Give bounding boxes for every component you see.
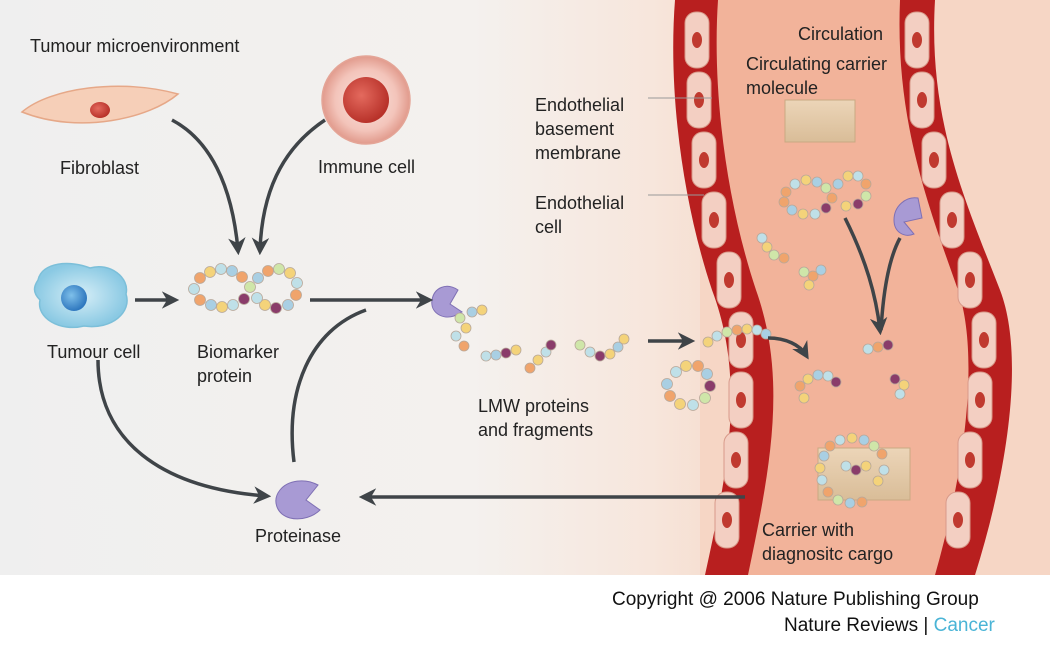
fibroblast-icon — [20, 85, 180, 124]
journal-name: Nature Reviews — [784, 615, 919, 636]
circulating-carrier-label: Circulating carrier molecule — [746, 52, 887, 100]
circulation-label: Circulation — [798, 24, 884, 44]
arrow-proteinase-down — [879, 237, 902, 331]
copyright-text: Copyright @ 2006 Nature Publishing Group — [612, 589, 979, 610]
journal-section: Cancer — [933, 615, 995, 636]
lumen-biomarker-chain — [778, 170, 872, 220]
lmw-label-line1: LMW proteins — [478, 396, 590, 416]
basement-label-line3: membrane — [535, 143, 622, 163]
journal-separator: | — [923, 615, 929, 636]
circulating-carrier-molecule — [784, 99, 856, 143]
immune-cell-icon — [321, 55, 411, 145]
arrow-immune-to-biomarker — [251, 118, 326, 256]
endothelial-cells-right — [904, 11, 997, 549]
arrow-fibroblast-to-biomarker — [171, 118, 246, 256]
tumour-microenvironment-label: Tumour microenvironment — [30, 36, 240, 56]
carrier-cargo-label: Carrier with diagnositc cargo — [762, 518, 893, 566]
biomarker-protein-label: Biomarker protein — [197, 340, 279, 388]
flow-arrows — [96, 118, 902, 506]
biomarker-label-line1: Biomarker — [197, 342, 280, 362]
endothelial-cell-label: Endothelial cell — [535, 191, 624, 239]
journal-credit: Nature Reviews | Cancer — [784, 615, 995, 637]
arrow-biomarker-down — [843, 217, 888, 336]
carrier-label-line2: molecule — [746, 78, 819, 98]
biomarker-label-line2: protein — [197, 366, 253, 386]
endo-label-line1: Endothelial — [535, 193, 625, 213]
arrow-into-lumen — [767, 336, 809, 360]
basement-membrane-label: Endothelial basement membrane — [535, 93, 624, 165]
tumour-cell-label: Tumour cell — [47, 342, 141, 362]
carrier-with-cargo — [814, 432, 911, 509]
arrow-proteinase-up — [290, 308, 367, 463]
endo-label-line2: cell — [535, 217, 563, 237]
vessel-lumen — [716, 0, 969, 575]
lumen-proteinase-icon — [893, 197, 923, 236]
immune-cell-label: Immune cell — [318, 157, 416, 177]
fibroblast-label: Fibroblast — [60, 158, 140, 178]
basement-label-line2: basement — [535, 119, 615, 139]
lmw-label: LMW proteins and fragments — [478, 394, 593, 442]
proteinase-label: Proteinase — [255, 526, 342, 546]
tumour-cell-icon — [33, 262, 128, 329]
basement-label-line1: Endothelial — [535, 95, 625, 115]
cargo-label-line2: diagnositc cargo — [762, 544, 894, 564]
lumen-fragments — [756, 232, 910, 404]
arrow-tumour-to-proteinase — [96, 359, 272, 504]
biomarker-protein-chain — [188, 263, 303, 314]
wall-crossing-fragments — [661, 323, 772, 411]
lmw-fragments — [480, 333, 630, 374]
cargo-label-line1: Carrier with — [762, 520, 855, 540]
carrier-label-line1: Circulating carrier — [746, 54, 888, 74]
proteinase-icon — [275, 480, 321, 520]
lmw-label-line2: and fragments — [478, 420, 594, 440]
